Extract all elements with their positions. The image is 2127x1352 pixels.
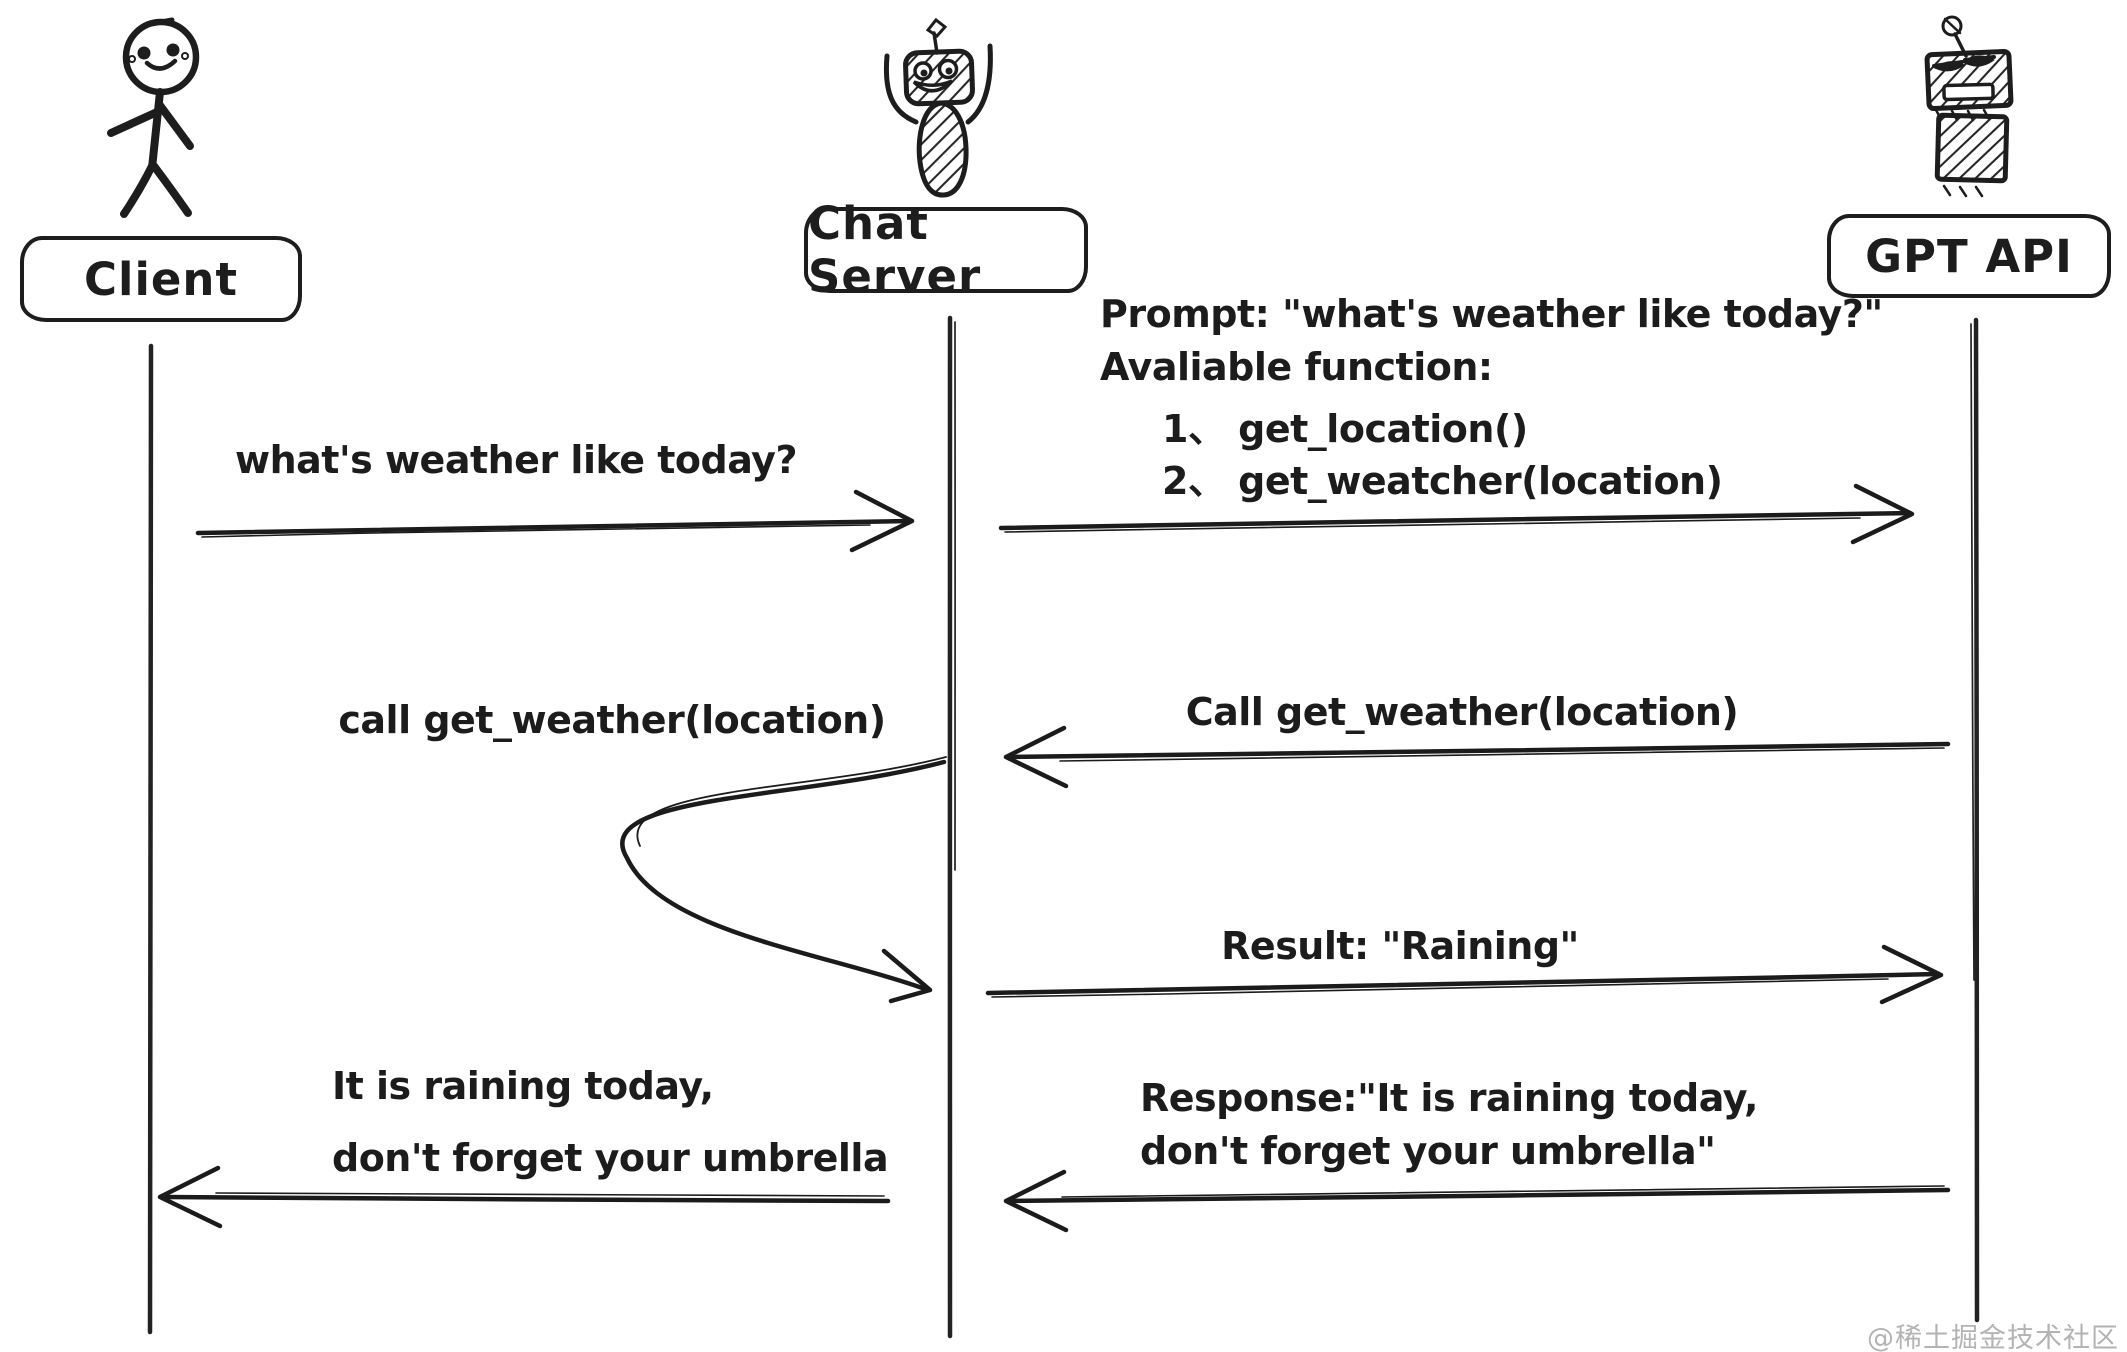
message-label-prompt-line-4: 2、 get_weatcher(location) bbox=[1162, 459, 1723, 503]
message-label-response-line-1: Response:"It is raining today, bbox=[1140, 1076, 1758, 1120]
chat-server-robot-icon bbox=[883, 17, 993, 198]
actor-label-client-text: Client bbox=[84, 252, 238, 306]
message-label-self-call: call get_weather(location) bbox=[338, 698, 886, 742]
message-label-prompt-line-3: 1、 get_location() bbox=[1162, 407, 1528, 451]
actor-label-chat-server-text: Chat Server bbox=[808, 197, 982, 303]
message-label-reply-line-1: It is raining today, bbox=[332, 1064, 714, 1108]
arrow-gpt-response bbox=[1003, 1169, 1951, 1233]
arrow-reply-to-client bbox=[157, 1165, 891, 1229]
arrow-self-call-loop bbox=[620, 756, 947, 1004]
message-label-response-line-2: don't forget your umbrella" bbox=[1140, 1129, 1716, 1173]
chat-server-lifeline bbox=[947, 315, 953, 1339]
arrow-user-question bbox=[195, 489, 915, 553]
actor-label-client: Client bbox=[20, 236, 302, 322]
message-label-reply-line-2: don't forget your umbrella bbox=[332, 1136, 889, 1180]
gpt-api-lifeline bbox=[1973, 317, 1980, 1323]
client-figure-icon bbox=[107, 17, 200, 218]
arrow-result bbox=[985, 944, 1944, 1005]
arrow-prompt bbox=[998, 483, 1915, 545]
message-label-prompt-line-1: Prompt: "what's weather like today?" bbox=[1100, 292, 1883, 336]
message-label-call-weather: Call get_weather(location) bbox=[1185, 690, 1739, 734]
arrow-call-weather bbox=[1003, 725, 1951, 789]
actor-label-gpt-api: GPT API bbox=[1827, 214, 2111, 298]
gpt-api-robot-icon bbox=[1924, 15, 2014, 198]
actor-label-chat-server: Chat Server bbox=[804, 197, 1088, 303]
message-label-user-question: what's weather like today? bbox=[235, 438, 798, 482]
client-lifeline bbox=[147, 343, 154, 1335]
message-label-prompt-line-2: Avaliable function: bbox=[1100, 345, 1493, 389]
actor-label-gpt-api-text: GPT API bbox=[1865, 229, 2073, 283]
watermark: @稀土掘金技术社区 bbox=[1867, 1323, 2119, 1352]
message-label-result: Result: "Raining" bbox=[1221, 924, 1579, 968]
